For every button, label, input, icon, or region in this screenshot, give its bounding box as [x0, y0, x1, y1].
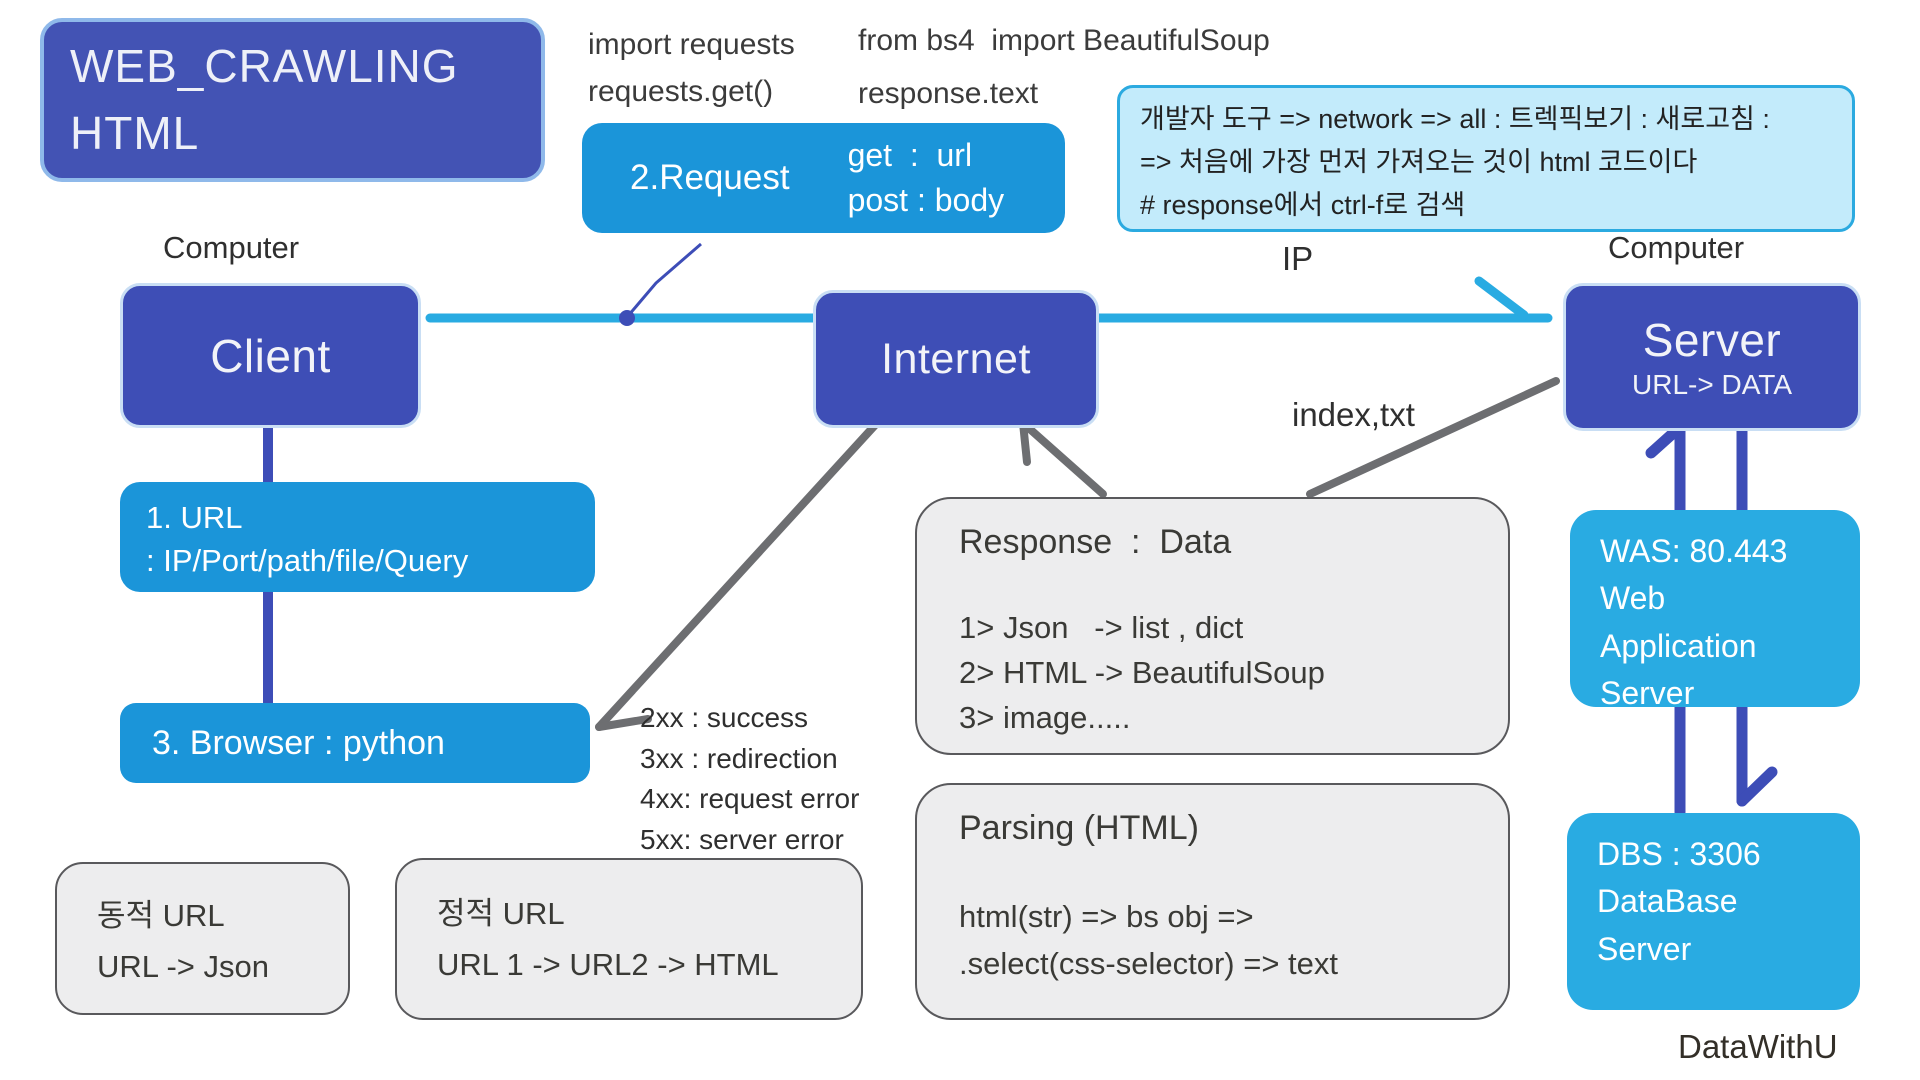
internet-browser-line — [595, 419, 881, 731]
devtools-note-line: # response에서 ctrl-f로 검색 — [1140, 190, 1466, 221]
devtools-note-line: => 처음에 가장 먼저 가져오는 것이 html 코드이다 — [1140, 147, 1698, 178]
static-url-line: URL 1 -> URL2 -> HTML — [437, 947, 779, 983]
internet-label: Internet — [881, 334, 1031, 383]
static-url-line: 정적 URL — [437, 896, 565, 931]
response-box-line: 1> Json -> list , dict — [959, 610, 1244, 645]
was-box-line: Application — [1600, 627, 1757, 664]
parsing-box-line: html(str) => bs obj => — [959, 899, 1254, 934]
internet-browser-arrowhead-icon — [595, 715, 652, 731]
parsing-box: Parsing (HTML) html(str) => bs obj => .s… — [915, 783, 1510, 1020]
request-post-line: post : body — [847, 182, 1005, 218]
static-url-box: 정적 URL URL 1 -> URL2 -> HTML — [395, 858, 863, 1020]
parsing-box-title: Parsing (HTML) — [959, 809, 1199, 847]
response-internet-arrowhead-icon — [1019, 419, 1031, 466]
was-server-up-arrowhead-icon — [1645, 421, 1686, 459]
internet-node: Internet — [813, 290, 1099, 428]
status-code-line: 4xx: request error — [640, 783, 860, 815]
request-pointer-dot-icon — [619, 310, 635, 326]
code-note-line: requests.get() — [588, 74, 774, 108]
status-code-line: 5xx: server error — [640, 823, 844, 855]
was-dbs-down-arrowhead-icon — [1736, 766, 1778, 807]
browser-box: 3. Browser : python — [120, 703, 590, 783]
status-codes-list: 2xx : success 3xx : redirection 4xx: req… — [640, 698, 859, 860]
server-node: Server URL-> DATA — [1563, 283, 1861, 431]
response-box-line: 3> image..... — [959, 699, 1131, 735]
url-box-line: 1. URL — [146, 500, 243, 535]
ip-arrowhead-icon — [1474, 276, 1529, 320]
was-box-line: Server — [1600, 675, 1695, 712]
ip-label: IP — [1282, 240, 1314, 277]
watermark: DataWithU — [1678, 1028, 1838, 1065]
was-box-line: Web — [1600, 580, 1666, 617]
server-label: Server — [1642, 314, 1782, 366]
index-txt-line — [1306, 377, 1560, 498]
title-line-1: WEB_CRAWLING — [70, 40, 459, 93]
title-line-2: HTML — [70, 107, 200, 159]
dbs-box-line: DataBase — [1597, 883, 1738, 920]
url-box-line: : IP/Port/path/file/Query — [146, 543, 469, 579]
parsing-box-line: .select(css-selector) => text — [959, 945, 1339, 981]
dynamic-url-line: 동적 URL — [97, 898, 225, 933]
response-box: Response : Data 1> Json -> list , dict 2… — [915, 497, 1510, 755]
dbs-box-line: Server — [1597, 930, 1692, 967]
server-computer-caption: Computer — [1608, 230, 1745, 265]
code-note-requests: import requests requests.get() — [588, 22, 795, 115]
dbs-box: DBS : 3306 DataBase Server — [1567, 813, 1860, 1010]
dynamic-url-box: 동적 URL URL -> Json — [55, 862, 350, 1015]
browser-box-label: 3. Browser : python — [152, 723, 445, 762]
client-label: Client — [210, 329, 331, 382]
status-code-line: 3xx : redirection — [640, 742, 838, 774]
devtools-note-box: 개발자 도구 => network => all : 트렉픽보기 : 새로고침 … — [1117, 85, 1855, 232]
response-internet-line — [1019, 419, 1107, 498]
title-box: WEB_CRAWLING HTML — [40, 18, 545, 182]
response-box-title: Response : Data — [959, 523, 1232, 561]
code-note-line: from bs4 import BeautifulSoup — [858, 24, 1270, 57]
client-node: Client — [120, 283, 421, 428]
server-sublabel: URL-> DATA — [1632, 369, 1792, 400]
request-pointer-line — [626, 242, 702, 317]
code-note-line: response.text — [858, 76, 1039, 110]
index-txt-label: index,txt — [1292, 396, 1415, 433]
dbs-box-line: DBS : 3306 — [1597, 836, 1761, 872]
client-computer-caption: Computer — [163, 230, 300, 265]
request-box-label: 2.Request — [630, 158, 790, 197]
code-note-line: import requests — [588, 28, 795, 61]
url-box: 1. URL : IP/Port/path/file/Query — [120, 482, 595, 592]
request-box: 2.Request get : url post : body — [582, 123, 1065, 233]
status-code-line: 2xx : success — [640, 702, 809, 733]
request-get-line: get : url — [847, 137, 973, 174]
code-note-bs4: from bs4 import BeautifulSoup response.t… — [858, 18, 1270, 117]
was-box: WAS: 80.443 Web Application Server — [1570, 510, 1860, 711]
dynamic-url-line: URL -> Json — [97, 949, 269, 985]
response-box-line: 2> HTML -> BeautifulSoup — [959, 654, 1325, 690]
devtools-note-line: 개발자 도구 => network => all : 트렉픽보기 : 새로고침 … — [1140, 104, 1770, 134]
was-box-line: WAS: 80.443 — [1600, 533, 1788, 569]
